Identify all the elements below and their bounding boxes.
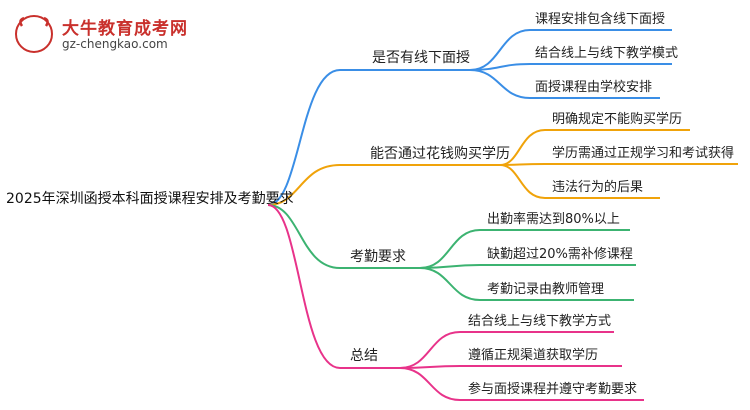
link-root-branch-4 [267, 204, 400, 369]
link-b2-leaf-2 [499, 163, 738, 166]
leaf-study-and-exam: 学历需通过正规学习和考试获得 [552, 146, 735, 161]
leaf-attendance-80: 出勤率需达到80%以上 [487, 212, 620, 227]
leaf-teacher-records: 考勤记录由教师管理 [487, 282, 605, 297]
branch-label-summary: 总结 [350, 348, 378, 364]
link-b4-leaf-1 [399, 331, 614, 369]
link-b1-leaf-3 [469, 69, 660, 99]
brand-name: 大牛教育成考网 [62, 19, 188, 39]
link-b3-leaf-1 [419, 229, 630, 269]
link-root-branch-3 [267, 204, 420, 269]
leaf-cannot-buy: 明确规定不能购买学历 [552, 112, 683, 127]
ox-logo-icon [15, 15, 53, 53]
leaf-school-arranges: 面授课程由学校安排 [535, 80, 653, 95]
brand-url: gz-chengkao.com [62, 37, 168, 51]
link-b3-leaf-2 [419, 264, 636, 269]
link-b4-leaf-3 [399, 367, 644, 401]
leaf-blended-teaching: 结合线上与线下教学方式 [468, 314, 612, 329]
link-b1-leaf-1 [469, 29, 672, 71]
link-b3-leaf-3 [419, 267, 634, 301]
branch-label-offline-classes: 是否有线下面授 [372, 50, 470, 66]
mindmap-root: 2025年深圳函授本科面授课程安排及考勤要求 [6, 191, 294, 207]
leaf-schedule-includes-offline: 课程安排包含线下面授 [535, 12, 666, 27]
link-b1-leaf-2 [469, 63, 672, 71]
site-logo[interactable]: 大牛教育成考网 gz-chengkao.com [14, 12, 224, 56]
link-b2-leaf-3 [499, 164, 660, 199]
link-b2-leaf-1 [499, 129, 690, 166]
branch-label-attendance: 考勤要求 [350, 249, 406, 265]
branch-label-buy-degree: 能否通过花钱购买学历 [370, 146, 510, 162]
leaf-absence-20: 缺勤超过20%需补修课程 [487, 247, 633, 262]
link-b4-leaf-2 [399, 365, 622, 369]
leaf-formal-channels: 遵循正规渠道获取学历 [468, 348, 599, 363]
link-root-branch-2 [267, 164, 500, 206]
leaf-illegal-consequences: 违法行为的后果 [552, 180, 644, 195]
link-root-branch-1 [267, 69, 470, 206]
leaf-attend-and-comply: 参与面授课程并遵守考勤要求 [468, 382, 638, 397]
leaf-blended-mode: 结合线上与线下教学模式 [535, 46, 679, 61]
